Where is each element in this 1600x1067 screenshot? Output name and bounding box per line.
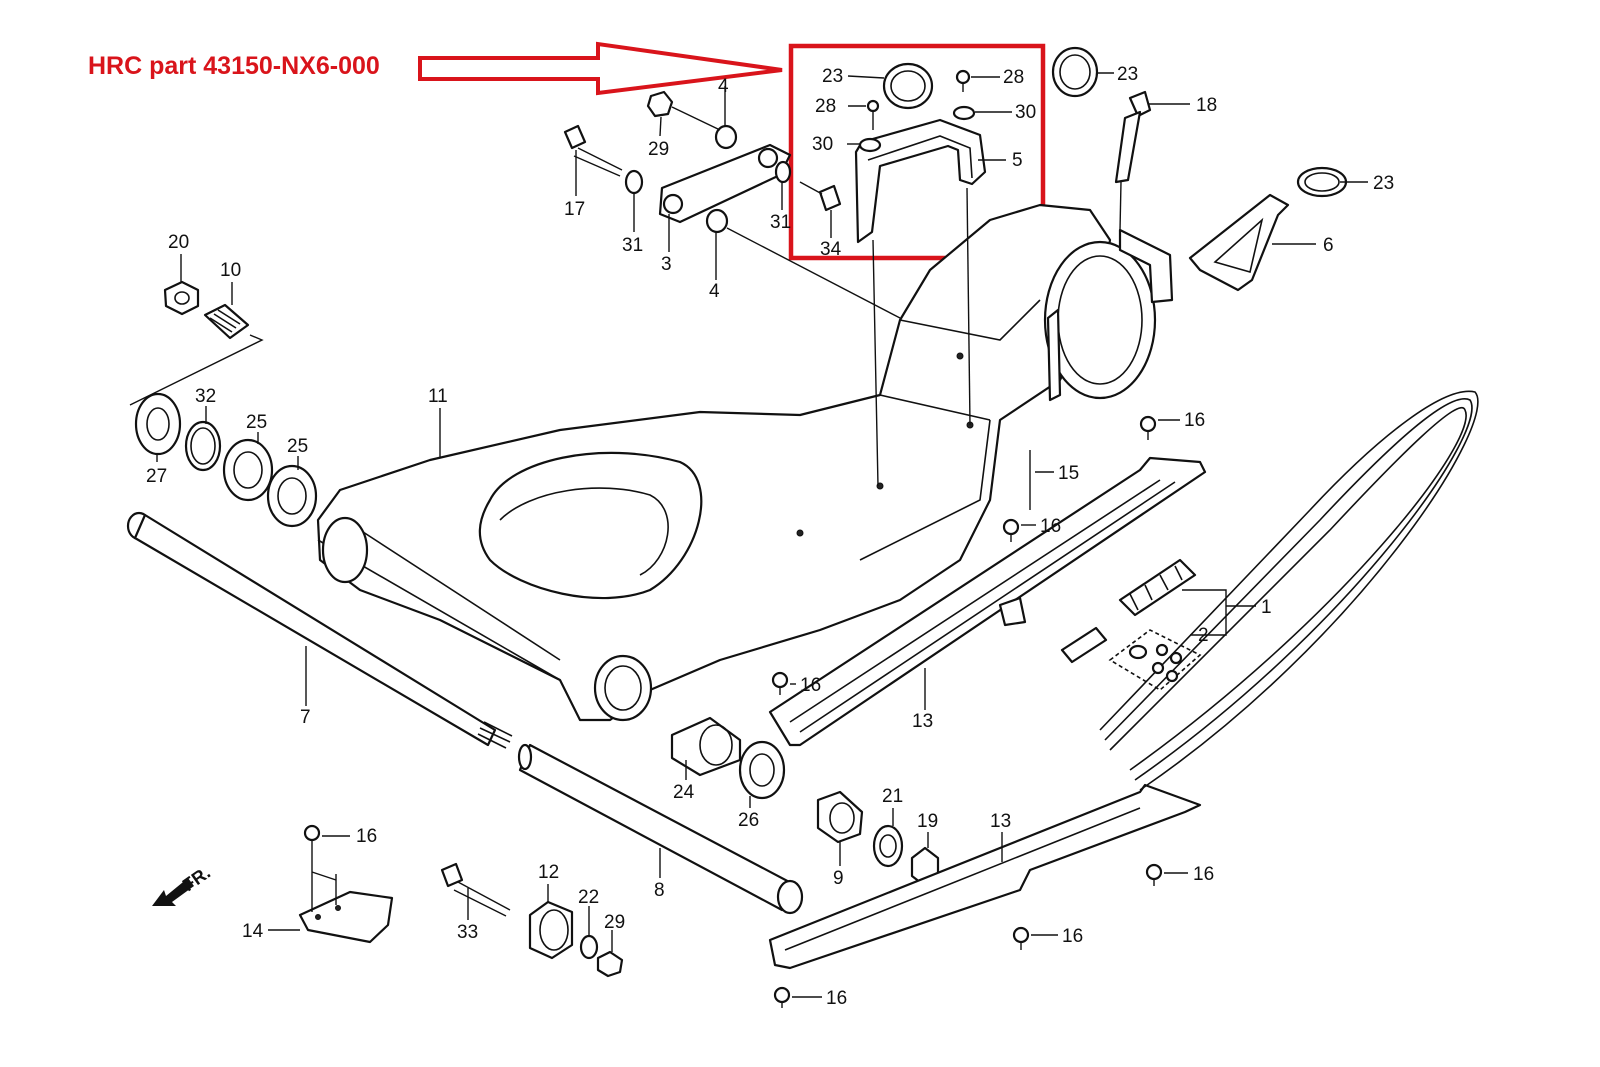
bracket-6: [1188, 193, 1290, 292]
part-label: 29: [604, 912, 625, 933]
part-label: 16: [800, 675, 821, 696]
part-label: 13: [990, 811, 1011, 832]
part-label: 27: [146, 466, 167, 487]
part-label: 30: [812, 134, 833, 155]
bolt-33: [440, 862, 511, 917]
link-3: [658, 143, 792, 224]
bolt-17: [563, 124, 623, 177]
part-label: 13: [912, 711, 933, 732]
master-link-kit: [1060, 626, 1202, 691]
bushing-10: [203, 303, 250, 340]
part-label: 9: [833, 868, 844, 889]
seal-27: [134, 392, 182, 456]
part-label: 25: [287, 436, 308, 457]
collar-4-upper: [714, 124, 738, 150]
strap-assembly: [854, 62, 987, 487]
part-label: 7: [300, 707, 311, 728]
drive-chain-1: [1099, 390, 1479, 791]
part-label: 23: [1373, 173, 1394, 194]
pipe-8: [517, 743, 804, 915]
front-direction-arrow: FR.: [152, 862, 214, 906]
part-label: 23: [1117, 64, 1138, 85]
chain-section: [1118, 558, 1197, 617]
bearing-25a: [222, 438, 274, 502]
clip-23-upper: [1051, 46, 1099, 98]
part-label: 16: [1184, 410, 1205, 431]
part-number-labels: 23 28 28 30 30 5 34 23 18 23 6 4 29 17 3…: [146, 64, 1394, 1009]
guard-14: [298, 848, 394, 944]
part-label: 26: [738, 810, 759, 831]
swingarm-body: [316, 203, 1174, 722]
part-label: 16: [1040, 516, 1061, 537]
callout-label: HRC part 43150-NX6-000: [88, 52, 380, 80]
washer-31-right: [774, 160, 792, 184]
part-label: 16: [1062, 926, 1083, 947]
collar-4-lower: [705, 208, 729, 234]
part-label: 12: [538, 862, 559, 883]
washer-31-left: [624, 169, 644, 195]
bearing-25b: [266, 464, 318, 528]
part-label: 5: [1012, 150, 1023, 171]
part-label: 22: [578, 887, 599, 908]
part-label: 4: [718, 76, 729, 97]
part-label: 16: [356, 826, 377, 847]
bearing-24: [670, 716, 742, 777]
leader-lines: [156, 72, 1368, 998]
washer-22: [579, 934, 599, 960]
nut-29-upper: [646, 90, 674, 118]
highlight-box: [788, 43, 1046, 261]
part-label: 16: [1193, 864, 1214, 885]
part-label: 24: [673, 782, 695, 803]
part-label: 20: [168, 232, 189, 253]
part-label: 6: [1323, 235, 1334, 256]
part-label: 4: [709, 281, 720, 302]
pivot-shaft-7: [126, 511, 513, 749]
nut-29-lower: [596, 950, 624, 978]
part-label: 30: [1015, 102, 1036, 123]
part-label: 28: [815, 96, 836, 117]
part-label: 32: [195, 386, 216, 407]
clip-23-right: [1296, 166, 1348, 198]
part-label: 31: [770, 212, 791, 233]
part-label: 31: [622, 235, 643, 256]
screw-16-set: [303, 415, 1163, 1008]
part-label: 25: [246, 412, 267, 433]
part-label: 10: [220, 260, 241, 281]
chain-slider-13-upper: [768, 456, 1207, 747]
nut-20: [163, 280, 200, 316]
part-label: 33: [457, 922, 478, 943]
washer-21: [872, 824, 904, 868]
part-label: 34: [820, 239, 842, 260]
part-label: 28: [1003, 67, 1024, 88]
ring-32: [184, 420, 222, 472]
part-label: 23: [822, 66, 843, 87]
bolt-34: [799, 181, 842, 212]
collar-9: [816, 790, 864, 844]
part-label: 15: [1058, 463, 1079, 484]
part-label: 16: [826, 988, 847, 1009]
callout-arrow: [418, 41, 783, 96]
bolt-18: [1114, 90, 1152, 231]
part-label: 18: [1196, 95, 1217, 116]
part-label: 3: [661, 254, 672, 275]
part-label: 19: [917, 811, 938, 832]
part-label: 1: [1261, 597, 1272, 618]
part-label: 8: [654, 880, 665, 901]
bearing-26: [738, 740, 786, 800]
roller-12: [528, 900, 574, 960]
part-label: 14: [242, 921, 264, 942]
part-label: 17: [564, 199, 585, 220]
part-label: 11: [428, 386, 448, 407]
part-label: 2: [1198, 625, 1209, 646]
part-label: 29: [648, 139, 669, 160]
part-label: 21: [882, 786, 903, 807]
